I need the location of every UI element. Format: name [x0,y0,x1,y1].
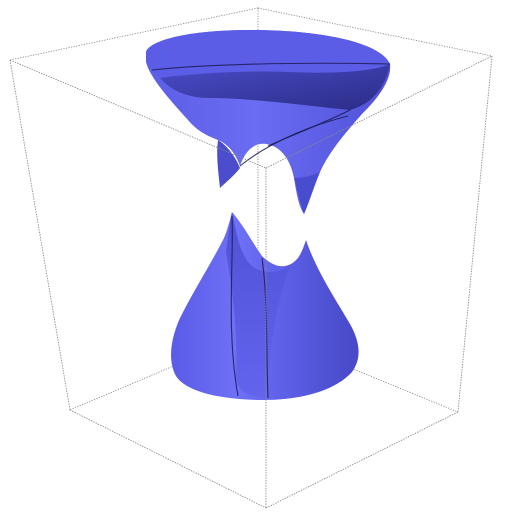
lower-sheet-front [226,212,290,397]
box-edge [257,329,459,413]
upper-mesh-line [267,109,351,147]
box-edge [9,7,259,61]
box-edge [9,59,267,169]
upper-sheet-inner [160,64,390,110]
upper-mesh-line [151,62,391,71]
box-edge [257,7,493,57]
lower-mesh-line [230,215,239,397]
box-edge [265,55,493,169]
box-edge [69,409,267,509]
upper-sheet [146,30,391,214]
bounding-box-front [9,55,493,509]
box-edge [265,411,459,509]
upper-sheet-right-prong [294,172,320,214]
upper-sheet-left-prong [217,140,240,188]
box-edge [69,329,259,411]
lower-mesh-line [261,257,269,399]
box-edge [457,55,493,413]
upper-sheet-rim [146,30,390,78]
lower-sheet [171,212,359,400]
box-edge [9,59,71,411]
